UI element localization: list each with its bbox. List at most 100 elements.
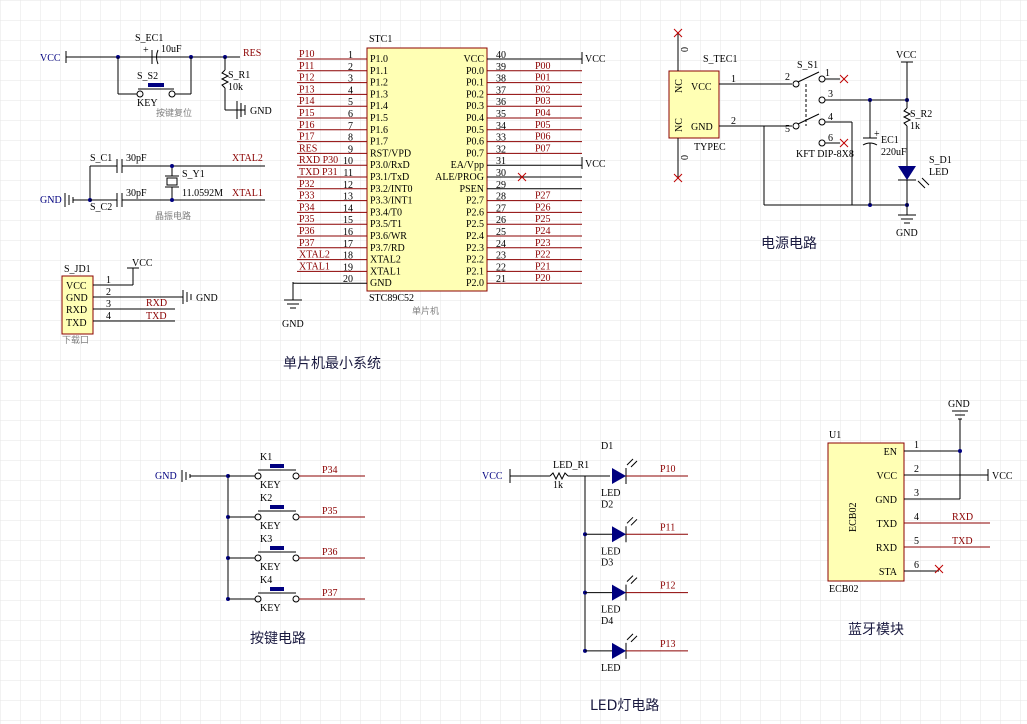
led-ref: D3 <box>601 558 613 569</box>
download-pin-txd: TXD <box>66 318 87 329</box>
mcu-left-pin-number: 15 <box>343 215 353 226</box>
mcu-right-pin-name: P2.6 <box>466 207 484 218</box>
power-led-ref: S_D1 <box>929 155 952 166</box>
mcu-right-net-label: P26 <box>535 202 551 213</box>
mcu-left-pin-number: 17 <box>343 239 353 250</box>
mcu-left-pin-name: P1.2 <box>370 78 388 89</box>
power-nc-2: NC <box>674 118 685 132</box>
reset-key-ref: S_S2 <box>137 71 158 82</box>
key-contact <box>254 513 262 521</box>
mcu-right-pin-number: 39 <box>496 62 506 73</box>
power-tec-num-1: 1 <box>731 74 736 85</box>
mcu-right-pin-number: 35 <box>496 109 506 120</box>
reset-key-value: KEY <box>137 98 158 109</box>
mcu-left-pin-number: 19 <box>343 262 353 273</box>
mcu-left-net-label: RES <box>299 143 317 154</box>
mcu-right-net-label: P05 <box>535 120 551 131</box>
key-button[interactable] <box>270 505 284 509</box>
crystal-y-ref: S_Y1 <box>182 169 205 180</box>
mcu-right-pin-number: 28 <box>496 192 506 203</box>
mcu-right-net-label: P25 <box>535 214 551 225</box>
download-port[interactable]: S_JD1 VCC GND RXD TXD 1 2 3 4 VCC GND RX… <box>61 258 218 345</box>
mcu-caption: 单片机 <box>412 305 439 316</box>
power-sw-ref: S_S1 <box>797 60 818 71</box>
mcu-right-pin-name: P0.4 <box>466 113 484 124</box>
mcu-left-pin-name: XTAL2 <box>370 255 401 266</box>
mcu-vcc-label-40: VCC <box>585 54 606 65</box>
download-ref: S_JD1 <box>64 264 91 275</box>
led-diode <box>612 468 626 484</box>
download-pin-rxd: RXD <box>66 305 87 316</box>
reset-res-ref: S_R1 <box>228 70 250 81</box>
key-button[interactable] <box>270 464 284 468</box>
bt-pin-number: 4 <box>914 512 919 523</box>
mcu-left-pin-name: RST/VPD <box>370 148 411 159</box>
mcu-left-pin-name: P1.1 <box>370 66 388 77</box>
mcu-left-pin-name: P1.7 <box>370 137 388 148</box>
key-net-label: P35 <box>322 506 338 517</box>
mcu-left-pin-name: P3.3/INT1 <box>370 196 413 207</box>
power-circuit[interactable]: S_TEC1 NC NC VCC GND TYPEC 0 0 1 2 S_S1 … <box>668 28 952 239</box>
key-button[interactable] <box>270 587 284 591</box>
led-value: LED <box>601 663 620 674</box>
bt-pin-number: 1 <box>914 440 919 451</box>
mcu-left-pin-number: 18 <box>343 251 353 262</box>
mcu-right-pin-number: 36 <box>496 97 506 108</box>
power-tec-part: TYPEC <box>694 142 726 153</box>
mcu-gnd-label: GND <box>282 319 304 330</box>
mcu-right-pin-number: 22 <box>496 262 506 273</box>
led-circuit[interactable]: VCC LED_R1 1k D1LEDP10D2LEDP11D3LEDP12D4… <box>482 441 688 674</box>
mcu-right-pin-name: P2.1 <box>466 266 484 277</box>
title-led: LED灯电路 <box>590 698 659 714</box>
mcu-right-pin-number: 31 <box>496 156 506 167</box>
bt-pin-name: RXD <box>876 543 897 554</box>
key-value: KEY <box>260 480 281 491</box>
mcu-right-pin-name: P0.2 <box>466 89 484 100</box>
mcu-right-net-label: P01 <box>535 73 551 84</box>
key-net-label: P37 <box>322 588 338 599</box>
key-button[interactable] <box>270 546 284 550</box>
mcu-right-pin-number: 38 <box>496 74 506 85</box>
mcu-left-pin-number: 6 <box>348 109 353 120</box>
mcu-right-pin-number: 25 <box>496 227 506 238</box>
mcu-right-net-label: P21 <box>535 261 551 272</box>
mcu-right-pin-name: P0.6 <box>466 137 484 148</box>
mcu-right-pin-number: 33 <box>496 133 506 144</box>
key-ref: K1 <box>260 452 272 463</box>
mcu-left-net-label: P34 <box>299 202 315 213</box>
mcu-left-pin-number: 2 <box>348 62 353 73</box>
power-nc-1: NC <box>674 79 685 93</box>
power-sw-num-3: 3 <box>828 89 833 100</box>
reset-cap-ref: S_EC1 <box>135 33 163 44</box>
mcu-left-pin-name: P1.4 <box>370 101 388 112</box>
download-num-4: 4 <box>106 311 111 322</box>
bt-pin-name: STA <box>879 567 898 578</box>
key-ref: K3 <box>260 534 272 545</box>
led-light-arrow <box>626 575 634 582</box>
bt-pin-number: 6 <box>914 560 919 571</box>
mcu-left-pin-name: P3.6/WR <box>370 231 407 242</box>
crystal-circuit[interactable]: GND S_C1 30pF S_C2 30pF S_Y1 11.0592M XT… <box>40 153 265 221</box>
bt-pin-name: TXD <box>876 519 897 530</box>
mcu-right-pin-number: 26 <box>496 215 506 226</box>
bt-gnd-label: GND <box>948 399 970 410</box>
mcu-left-pin-number: 10 <box>343 156 353 167</box>
mcu-left-pin-name: P1.0 <box>370 54 388 65</box>
reset-circuit[interactable]: VCC S_EC1 10uF + S_S2 KEY 按键复位 RES S_R1 … <box>40 33 272 119</box>
crystal-c1-ref: S_C1 <box>90 153 112 164</box>
crystal-y-value: 11.0592M <box>182 188 223 199</box>
led-light-arrow <box>626 458 634 466</box>
mcu-right-pin-name: VCC <box>463 54 484 65</box>
power-zero-bottom: 0 <box>680 155 691 160</box>
mcu-left-net-label: P37 <box>299 238 315 249</box>
mcu-left-net-label: P17 <box>299 132 315 143</box>
mcu-part: STC89C52 <box>369 293 414 304</box>
bt-net-txd: TXD <box>952 536 973 547</box>
mcu-left-pin-number: 1 <box>348 50 353 61</box>
key-contact <box>254 595 262 603</box>
